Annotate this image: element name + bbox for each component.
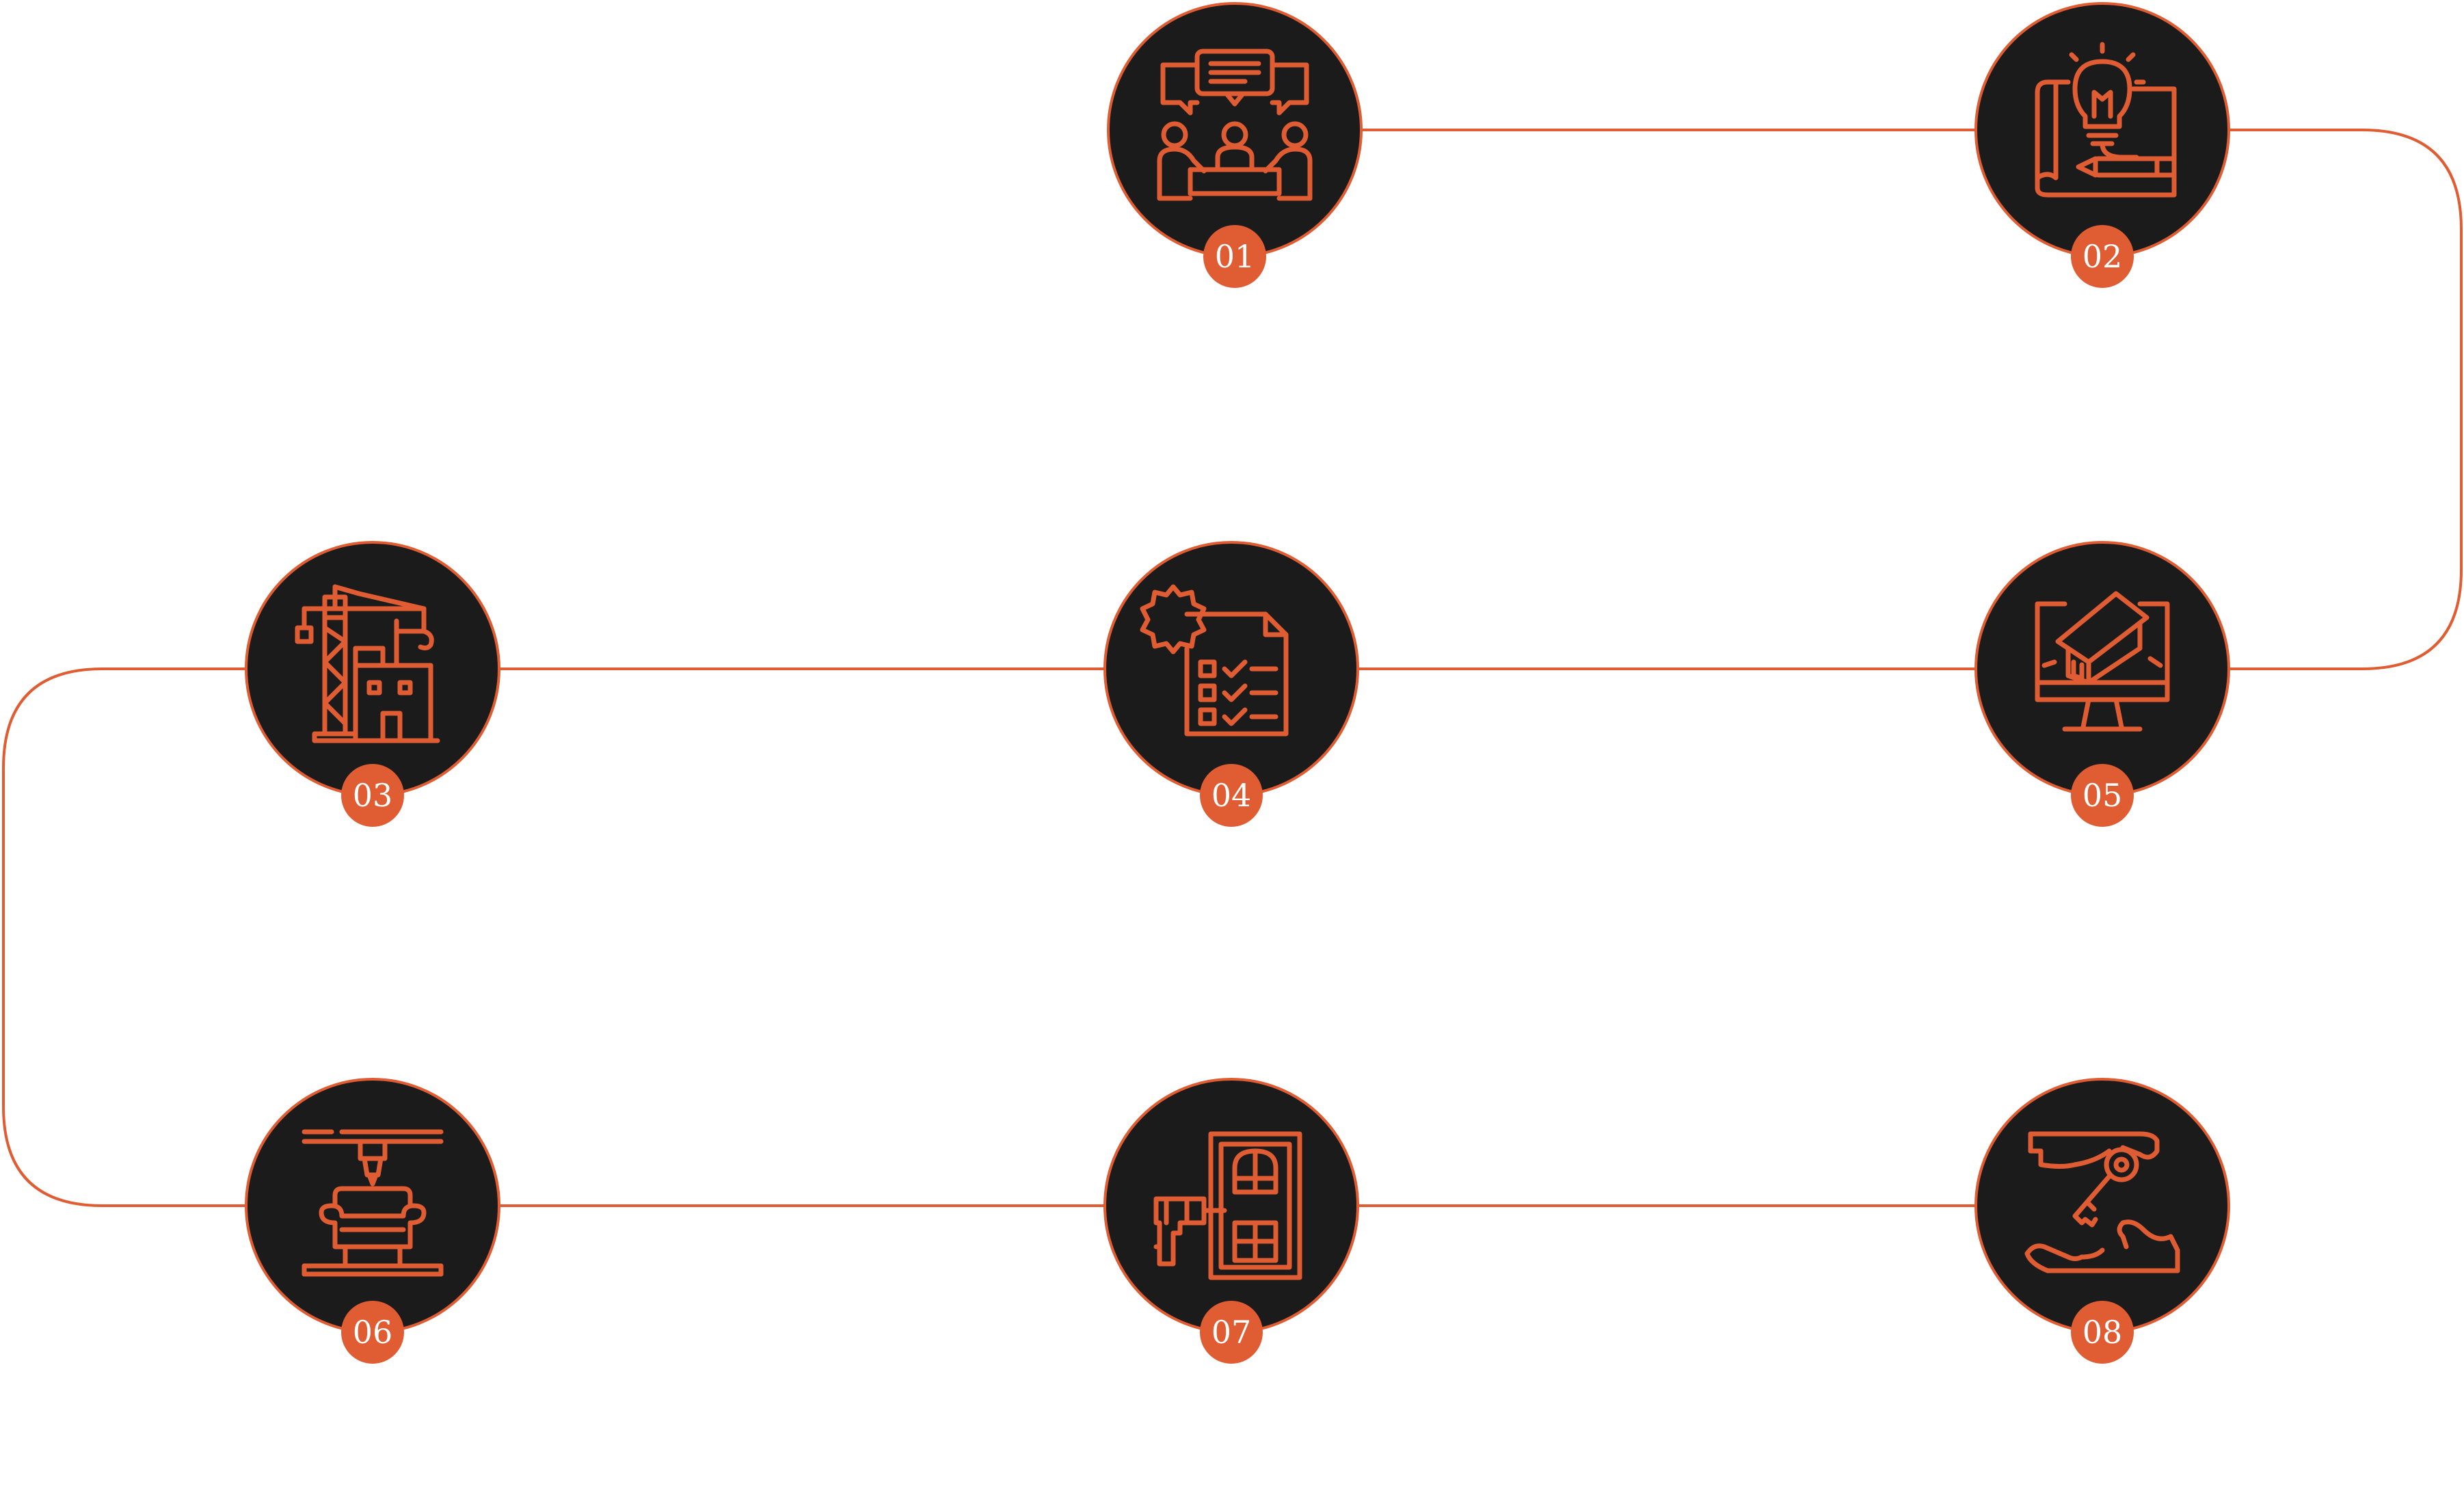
step-circle — [245, 541, 500, 797]
step-circle — [1974, 2, 2230, 258]
step-circle — [245, 1078, 500, 1334]
step-badge: 04 — [1200, 764, 1263, 827]
step-03: 03 — [245, 541, 500, 827]
step-01: 01 — [1107, 2, 1363, 288]
step-badge: 05 — [2071, 764, 2134, 827]
step-circle — [1103, 541, 1359, 797]
step-02: 02 — [1974, 2, 2230, 288]
settings-checklist-icon — [1140, 584, 1289, 737]
step-badge: 07 — [1200, 1301, 1263, 1364]
step-07: 07 — [1103, 1078, 1359, 1364]
step-04: 04 — [1103, 541, 1359, 827]
step-number: 02 — [2083, 238, 2123, 275]
furniture-printing-icon — [302, 1129, 444, 1277]
step-06: 06 — [245, 1078, 500, 1364]
step-number: 07 — [1211, 1314, 1252, 1351]
step-number: 01 — [1215, 238, 1255, 275]
step-circle — [1103, 1078, 1359, 1334]
computer-house-model-icon — [2035, 591, 2170, 732]
step-number: 05 — [2083, 777, 2123, 814]
step-circle — [1107, 2, 1363, 258]
step-05: 05 — [1974, 541, 2230, 827]
door-drill-icon — [1153, 1131, 1302, 1280]
step-circle — [1974, 541, 2230, 797]
hand-over-keys-icon — [2024, 1131, 2180, 1273]
step-08: 08 — [1974, 1078, 2230, 1364]
step-badge: 06 — [341, 1301, 404, 1364]
step-number: 04 — [1211, 777, 1252, 814]
step-number: 08 — [2083, 1314, 2123, 1351]
step-number: 03 — [353, 777, 393, 814]
step-number: 06 — [353, 1314, 393, 1351]
step-badge: 01 — [1203, 225, 1266, 288]
meeting-discussion-icon — [1157, 49, 1313, 201]
step-badge: 02 — [2071, 225, 2134, 288]
step-circle — [1974, 1078, 2230, 1334]
crane-construction-icon — [295, 584, 440, 743]
idea-blueprint-icon — [2035, 42, 2177, 198]
step-badge: 08 — [2071, 1301, 2134, 1364]
step-badge: 03 — [341, 764, 404, 827]
